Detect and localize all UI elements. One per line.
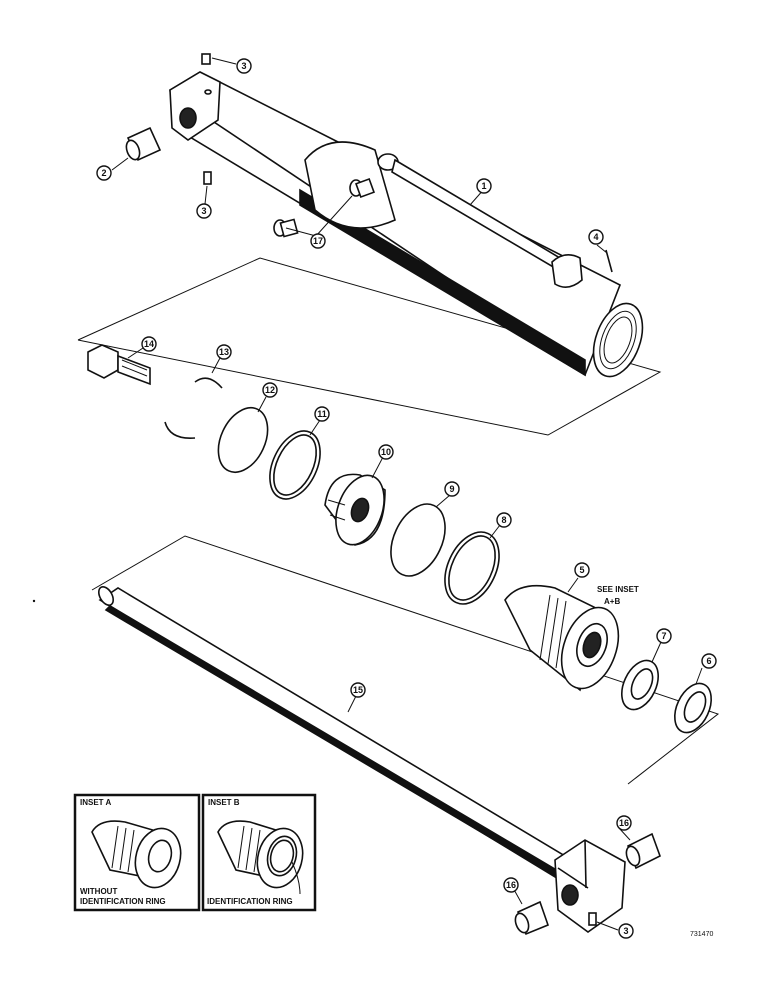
cap-screw-14 (87, 344, 151, 386)
callout-10: 10 (378, 444, 394, 460)
callout-3-top: 3 (236, 58, 252, 74)
see-inset-note-ab: A+B (604, 597, 620, 606)
callout-15: 15 (350, 682, 366, 698)
callout-2: 2 (96, 165, 112, 181)
svg-text:3: 3 (241, 61, 246, 71)
callout-6: 6 (701, 653, 717, 669)
callout-7: 7 (656, 628, 672, 644)
callout-11: 11 (314, 406, 330, 422)
svg-text:14: 14 (144, 339, 154, 349)
svg-text:1: 1 (481, 181, 486, 191)
bushing-16-a (625, 832, 661, 870)
stray-mark (32, 599, 36, 603)
svg-text:3: 3 (623, 926, 628, 936)
svg-text:17: 17 (313, 236, 323, 246)
svg-text:7: 7 (661, 631, 666, 641)
callout-16-right: 16 (616, 815, 632, 831)
callout-12: 12 (262, 382, 278, 398)
svg-text:4: 4 (593, 232, 598, 242)
backup-ring-8 (444, 531, 500, 605)
svg-text:16: 16 (506, 880, 516, 890)
callout-9: 9 (444, 481, 460, 497)
roll-pin (605, 249, 613, 273)
figure-number: 731470 (690, 931, 713, 938)
svg-text:13: 13 (219, 347, 229, 357)
cylinder-barrel (77, 53, 662, 436)
svg-text:15: 15 (353, 685, 363, 695)
grease-fitting-bottom (203, 171, 212, 185)
inset-b: INSET B IDENTIFICATION RING (201, 793, 317, 912)
svg-text:3: 3 (201, 206, 206, 216)
callout-5: 5 (574, 562, 590, 578)
svg-text:12: 12 (265, 385, 275, 395)
wiper-6 (674, 682, 712, 734)
see-inset-note: SEE INSET (597, 585, 639, 594)
callout-1: 1 (476, 178, 492, 194)
retaining-ring-13 (164, 377, 223, 439)
svg-text:5: 5 (579, 565, 584, 575)
inset-a-caption-2: IDENTIFICATION RING (80, 897, 166, 906)
svg-text:2: 2 (101, 168, 106, 178)
svg-text:16: 16 (619, 818, 629, 828)
callout-16-left: 16 (503, 877, 519, 893)
inset-a-title: INSET A (80, 798, 111, 807)
inset-b-title: INSET B (208, 798, 240, 807)
callout-8: 8 (496, 512, 512, 528)
bushing-16-b (514, 900, 550, 936)
piston-rod (91, 535, 720, 933)
inset-a-caption-1: WITHOUT (80, 887, 117, 896)
plug-17-a (349, 178, 375, 198)
callout-17: 17 (310, 233, 326, 249)
svg-text:10: 10 (381, 447, 391, 457)
callout-13: 13 (216, 344, 232, 360)
seal-7 (621, 659, 659, 711)
o-ring-12 (217, 407, 269, 473)
gland-5 (504, 584, 620, 692)
callout-4: 4 (588, 229, 604, 245)
bushing-2 (125, 126, 162, 162)
svg-text:8: 8 (501, 515, 506, 525)
grease-fitting-top (201, 53, 211, 65)
piston-10 (324, 473, 386, 546)
inset-b-caption: IDENTIFICATION RING (207, 897, 293, 906)
o-ring-9 (390, 503, 446, 577)
leader-lines (111, 57, 703, 931)
svg-text:6: 6 (706, 656, 711, 666)
inset-a: INSET A WITHOUT IDENTIFICATION RING (73, 793, 201, 912)
callout-3-mid: 3 (196, 203, 212, 219)
backup-ring-11 (269, 430, 321, 500)
svg-text:9: 9 (449, 484, 454, 494)
svg-text:11: 11 (317, 409, 327, 419)
callout-3-bottom: 3 (618, 923, 634, 939)
plug-17-b (273, 218, 299, 238)
callout-14: 14 (141, 336, 157, 352)
